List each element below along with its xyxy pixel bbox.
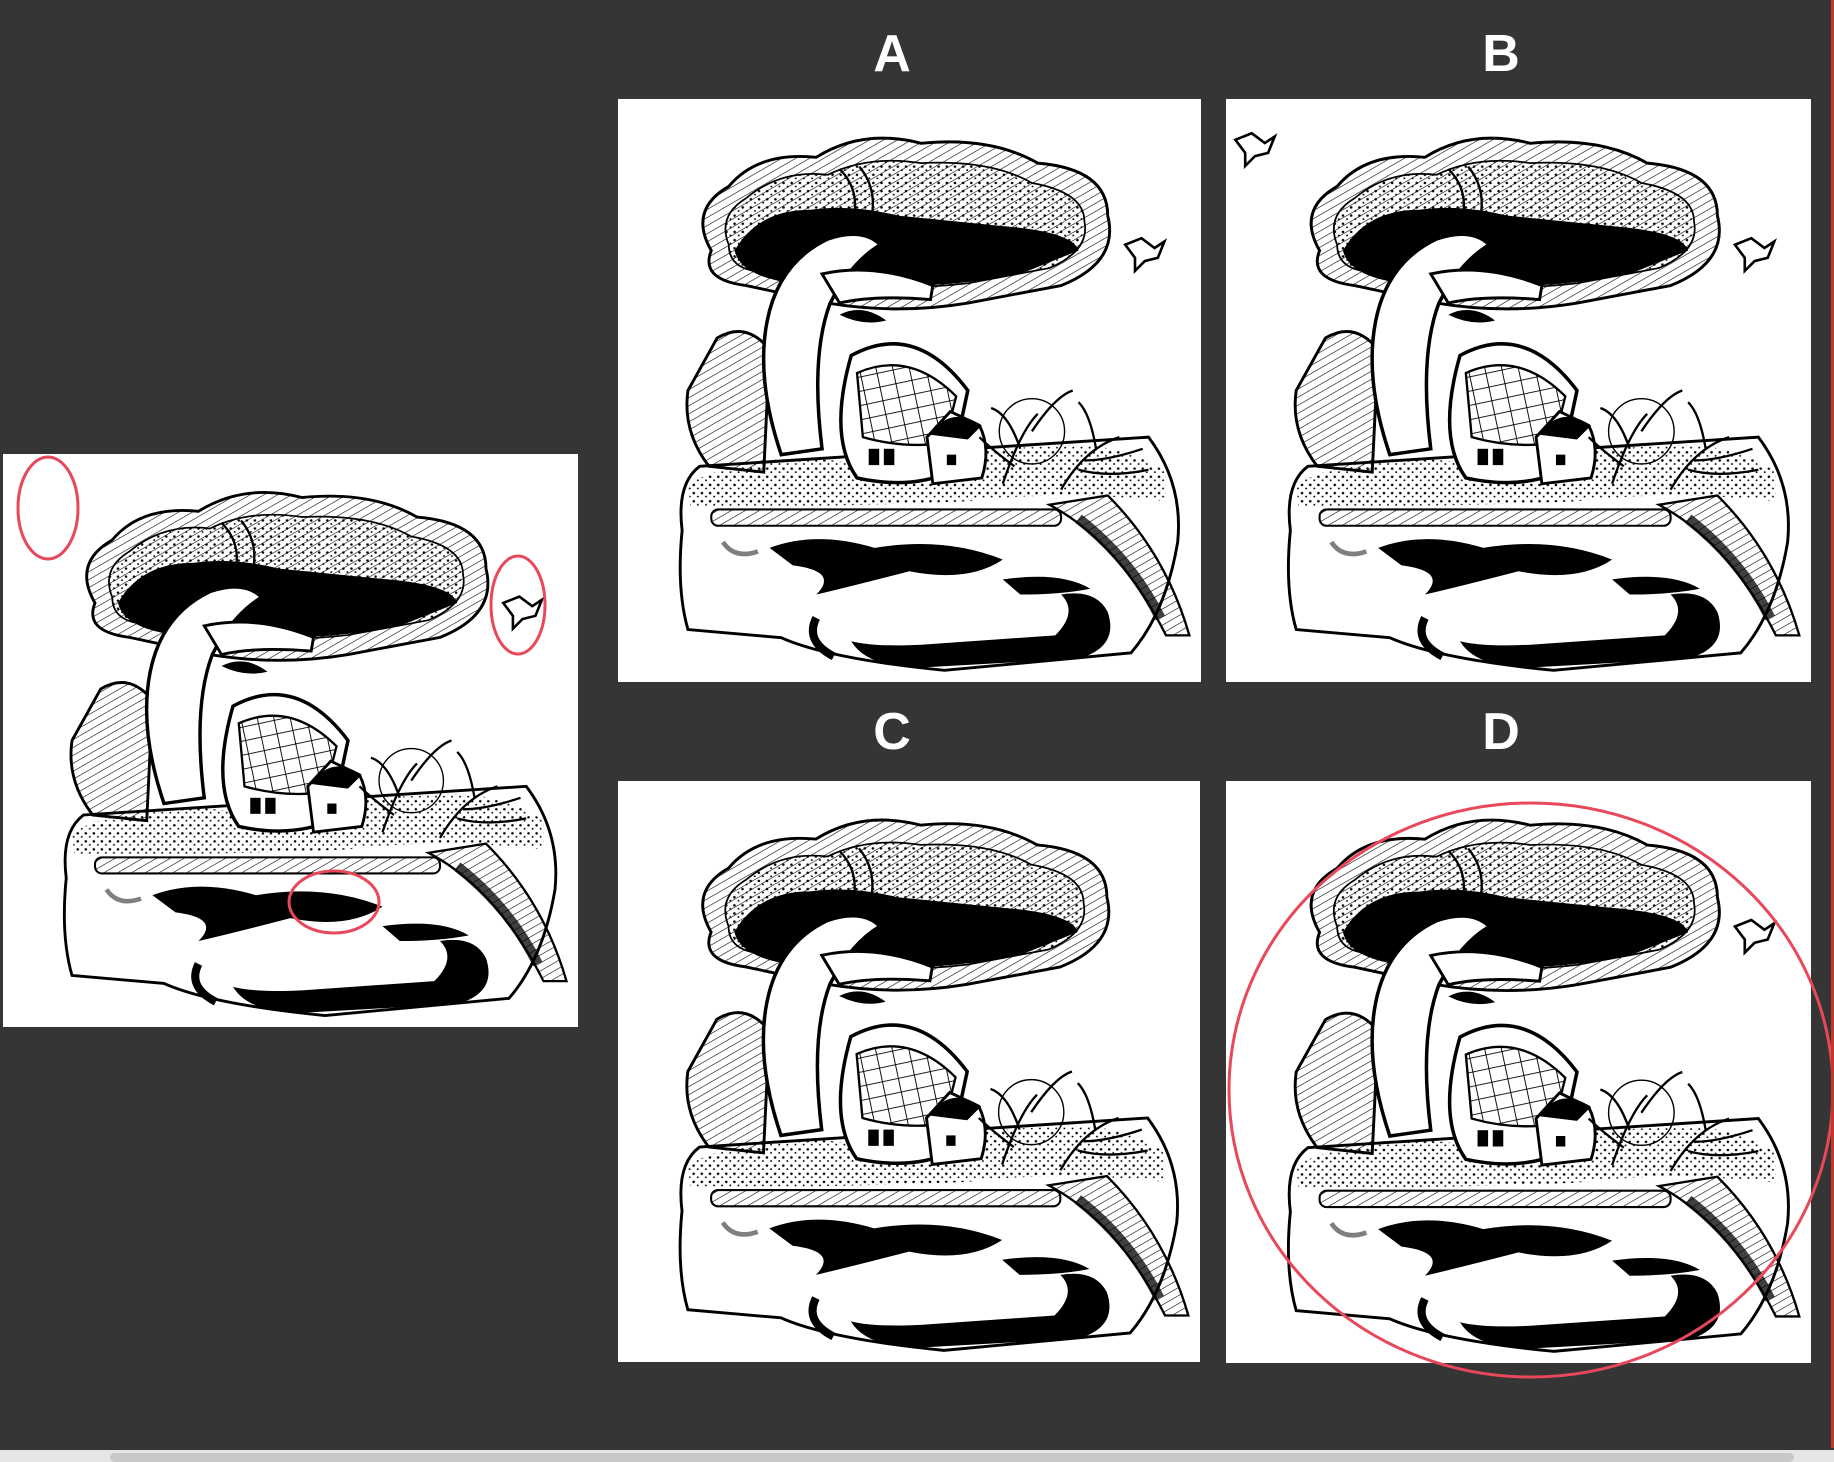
scrollbar-thumb[interactable] [110,1453,1794,1462]
option-c-image[interactable] [618,781,1200,1362]
option-d-label: D [1482,703,1520,761]
option-d-image[interactable] [1226,781,1811,1363]
option-b-label: B [1482,25,1520,83]
horizontal-scrollbar[interactable] [0,1450,1834,1462]
option-b-image[interactable] [1226,99,1811,682]
option-a-label: A [873,25,911,83]
reference-image [3,454,578,1027]
option-a-image[interactable] [618,99,1201,682]
option-c-label: C [873,703,911,761]
right-edge-line [1831,0,1834,1448]
